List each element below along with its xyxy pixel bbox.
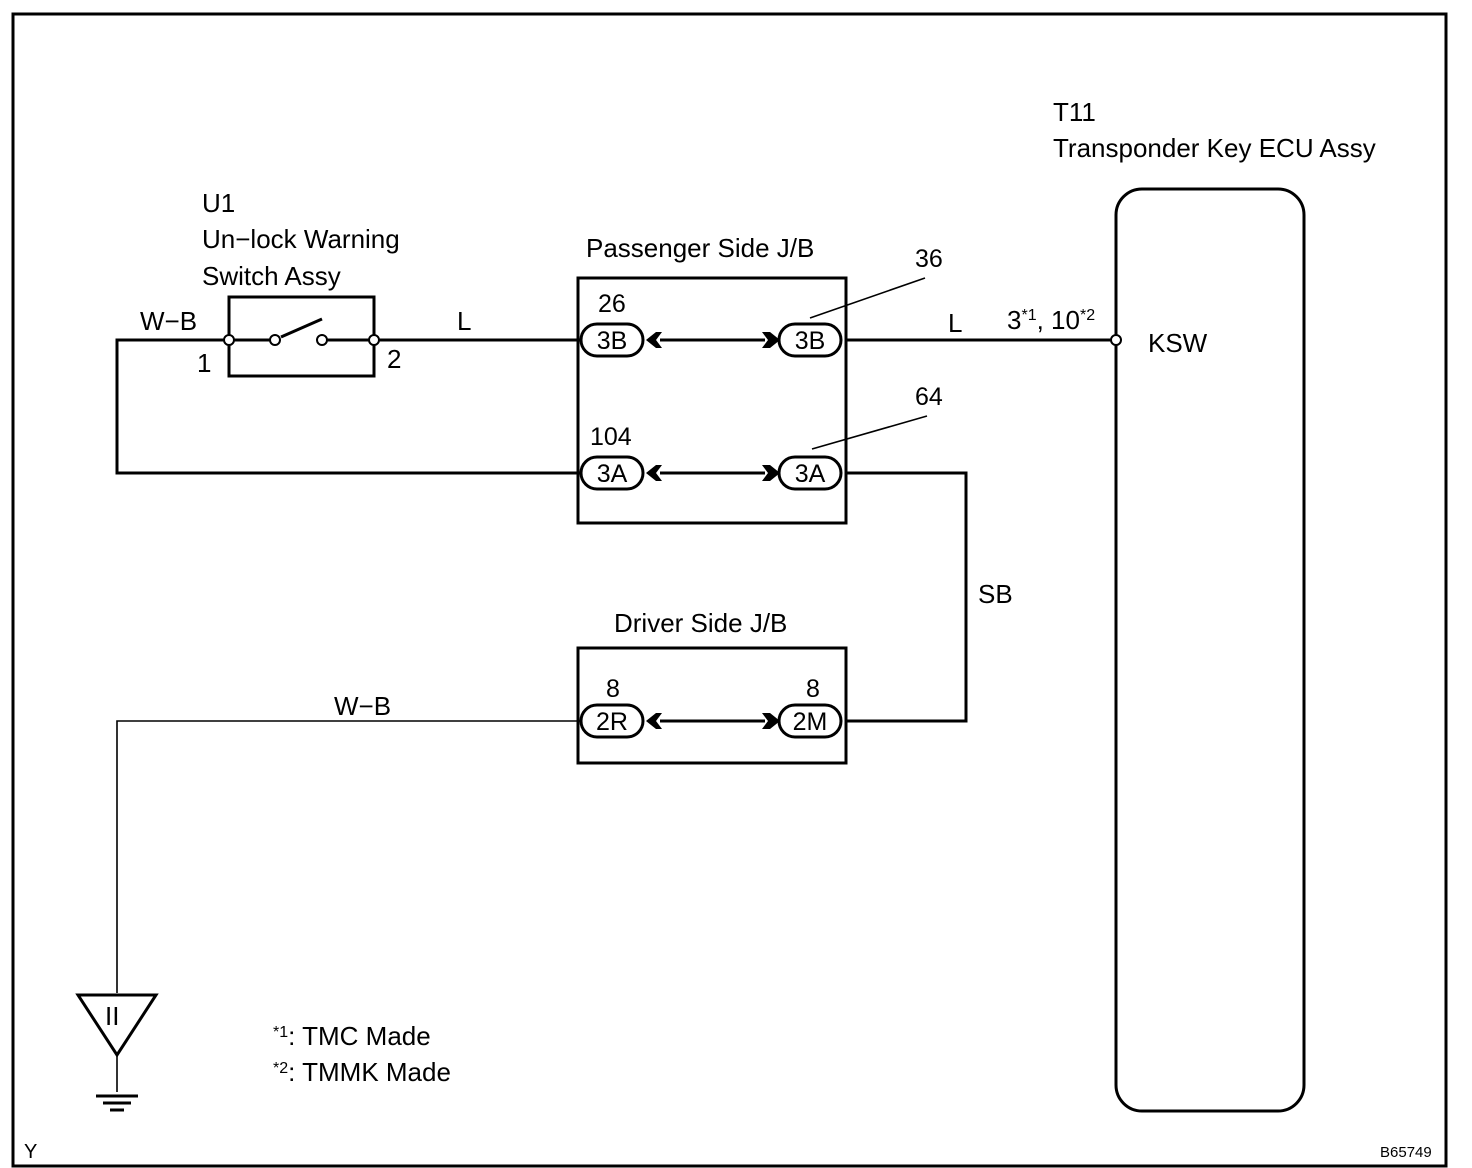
ground-symbol-label: II	[105, 1001, 119, 1031]
wire-label-l-ecu: L	[948, 308, 962, 338]
corner-label: Y	[24, 1141, 37, 1163]
wire-label-wb-ground: W−B	[334, 691, 391, 721]
jb-arrow-right	[762, 332, 780, 348]
jb-arrow-right	[762, 465, 780, 481]
wire-label-sb: SB	[978, 579, 1013, 609]
passenger-jb-pin-64: 64	[915, 383, 943, 411]
connector-code-right: 3B	[795, 327, 826, 355]
connector-code-left: 3A	[597, 460, 628, 488]
ecu-terminal-pins: 3*1, 10*2	[1007, 305, 1095, 335]
wire-label-l-switch: L	[457, 306, 471, 336]
driver-jb-connector: 2R 2M	[579, 703, 843, 739]
connector-pill-right	[777, 322, 843, 358]
ecu-name: Transponder Key ECU Assy	[1053, 133, 1376, 163]
switch-code: U1	[202, 188, 235, 218]
connector-pill-right	[777, 703, 843, 739]
connector-pill-left	[579, 455, 645, 491]
switch-pin1: 1	[197, 348, 211, 378]
passenger-jb-pin-26: 26	[598, 290, 626, 318]
passenger-jb-leader-36	[809, 277, 926, 319]
switch-name-line1: Un−lock Warning	[202, 224, 400, 254]
connector-code-right: 2M	[793, 708, 828, 736]
connector-code-right: 3A	[795, 460, 826, 488]
connector-pill-left	[579, 322, 645, 358]
jb-arrow-left	[646, 332, 662, 348]
driver-jb-box	[576, 646, 848, 765]
switch-blade	[280, 317, 323, 339]
ground-triangle	[75, 993, 159, 1058]
wire-wb-loop	[115, 338, 582, 475]
switch-contact-left	[269, 334, 281, 346]
switch-body-bottom	[227, 340, 376, 378]
diagram-frame	[11, 12, 1448, 1168]
switch-pin2-dot	[368, 334, 380, 346]
passenger-jb-box	[576, 276, 848, 525]
jb-arrow-right	[762, 713, 780, 729]
connector-pill-left	[579, 703, 645, 739]
figure-code: B65749	[1380, 1144, 1432, 1161]
wire-wb-ground	[116, 720, 580, 993]
switch-pin1-dot	[223, 334, 235, 346]
switch-pin2: 2	[387, 344, 401, 374]
driver-jb-title: Driver Side J/B	[614, 608, 787, 638]
connector-code-left: 3B	[597, 327, 628, 355]
switch-contact-right	[316, 334, 328, 346]
ecu-terminal-name: KSW	[1148, 328, 1208, 358]
connector-pill-right	[777, 455, 843, 491]
passenger-jb-pin-104: 104	[590, 423, 632, 451]
wire-sb	[846, 471, 968, 723]
passenger-jb-row2-connector: 3A 3A	[579, 455, 843, 491]
note-2: *2: TMMK Made	[273, 1057, 451, 1087]
passenger-jb-leader-64	[811, 415, 928, 450]
driver-jb-pin-left: 8	[606, 675, 620, 703]
passenger-jb-pin-36: 36	[915, 245, 943, 273]
passenger-jb-row1-connector: 3B 3B	[579, 322, 843, 358]
ecu-body	[1114, 187, 1306, 1113]
ecu-terminal-dot	[1110, 334, 1122, 346]
note-1: *1: TMC Made	[273, 1021, 431, 1051]
ecu-code: T11	[1053, 97, 1096, 127]
switch-body-top	[227, 295, 376, 340]
jb-arrow-left	[646, 713, 662, 729]
connector-code-left: 2R	[596, 708, 628, 736]
jb-arrow-left	[646, 465, 662, 481]
wire-label-wb-switch: W−B	[140, 306, 197, 336]
passenger-jb-title: Passenger Side J/B	[586, 233, 814, 263]
switch-name-line2: Switch Assy	[202, 261, 341, 291]
driver-jb-pin-right: 8	[806, 675, 820, 703]
